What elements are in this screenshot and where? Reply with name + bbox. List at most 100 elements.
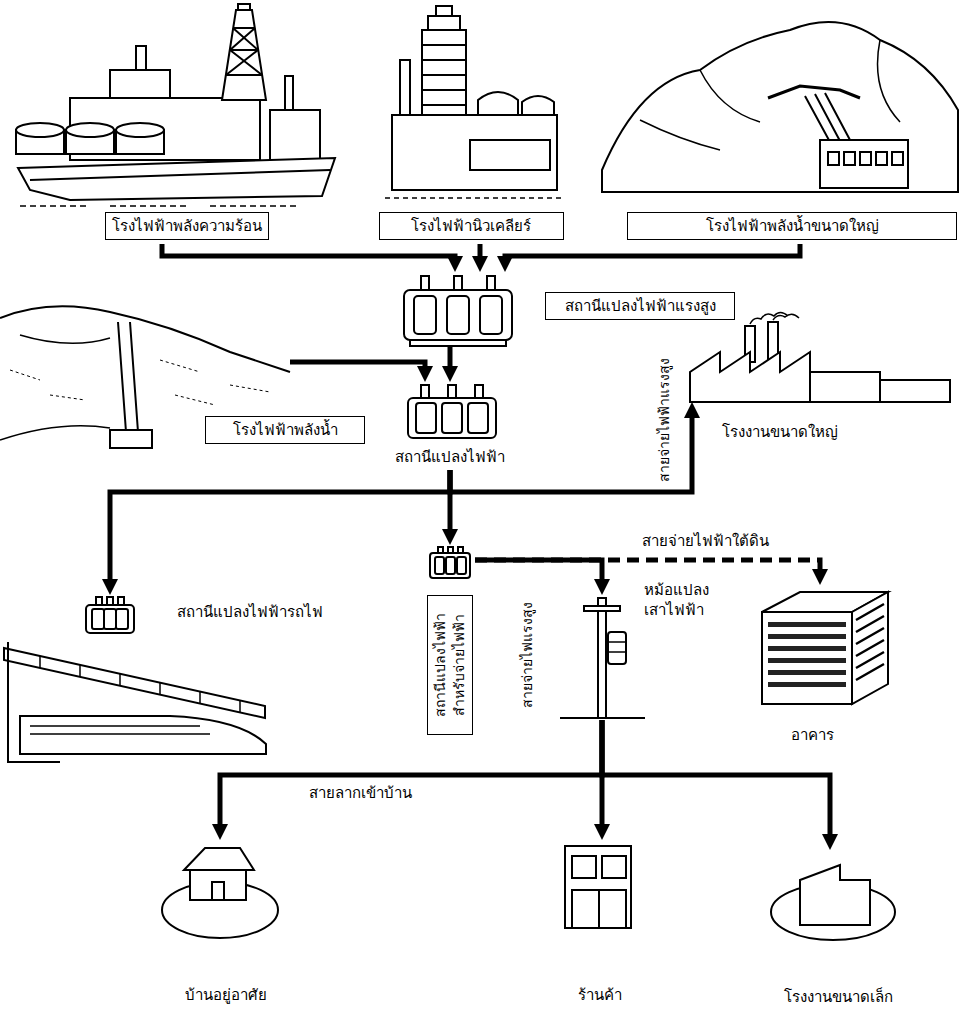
large-hydro-plant-drawing (844, 152, 855, 165)
nuclear-plant-drawing (422, 45, 466, 105)
thermal-plant-drawing (66, 123, 114, 137)
house-drawing (162, 848, 278, 938)
thermal-plant-drawing (110, 70, 170, 98)
power-line (290, 362, 433, 382)
shop-drawing (572, 856, 596, 878)
distribution-transformer-drawing (430, 547, 470, 578)
nuclear-plant-drawing (478, 92, 518, 115)
thermal-plant-drawing (16, 4, 335, 206)
consumer: ร้านค้า (560, 840, 635, 930)
arrow-head (417, 366, 433, 382)
thermal-plant-drawing (16, 123, 64, 137)
railway-drawing (30, 726, 210, 734)
thermal-plant-drawing (116, 123, 164, 137)
power-line-path (290, 362, 425, 368)
arrow-head (812, 569, 828, 585)
substation: สถานีแปลงไฟฟ้า (400, 382, 500, 470)
arrow-head (102, 579, 118, 595)
substation: สถานีแปลงไฟฟ้ารถไฟ (80, 595, 140, 635)
nuclear-plant-drawing (385, 6, 565, 198)
nuclear-plant-drawing (422, 30, 466, 115)
power-line-path (478, 244, 483, 258)
shop-drawing (598, 890, 600, 928)
arrow-head (447, 256, 463, 272)
line-label: สายจ่ายไฟฟ้าใต้ดิน (640, 531, 771, 551)
hv-transformer-drawing (414, 296, 436, 334)
distribution-transformer-drawing (457, 557, 466, 574)
building-drawing (762, 592, 888, 704)
large-hydro-plant-drawing (828, 152, 839, 165)
node-label: สถานีแปลงไฟฟ้า (395, 447, 505, 467)
power-line (162, 244, 463, 272)
utility-pole-drawing (598, 598, 606, 718)
shop-drawing (572, 890, 626, 928)
utility-pole-drawing (608, 642, 626, 652)
boxed-label: โรงไฟฟ้าพลังน้ำ (205, 416, 365, 444)
substation-transformer-drawing (408, 398, 496, 438)
boxed-label: สถานีแปลงไฟฟ้าแรงสูง (545, 292, 735, 320)
large-hydro-plant-drawing (860, 152, 871, 165)
power-line (442, 346, 458, 382)
thermal-plant-drawing (20, 205, 300, 207)
boxed-label: โรงไฟฟ้าพลังน้ำขนาดใหญ่ (627, 212, 957, 240)
small-factory-drawing (771, 865, 895, 940)
line-label: สายจ่ายไฟแรงสูง (518, 600, 537, 710)
arrow-head (594, 579, 610, 595)
large-factory-drawing (880, 380, 950, 402)
utility-pole-drawing (608, 632, 626, 664)
arrow-head (684, 402, 700, 418)
house-drawing (190, 868, 246, 900)
power-line-path (110, 470, 450, 581)
hydro-plant-drawing (10, 360, 270, 405)
utility-pole-drawing (560, 598, 645, 718)
consumer: โรงงานขนาดเล็ก (768, 850, 898, 940)
node-label: อาคาร (791, 725, 834, 745)
large-hydro-plant-drawing (876, 152, 887, 165)
house-drawing (212, 882, 224, 900)
consumer: บ้านอยู่อาศัย (160, 840, 280, 940)
hydro-plant-drawing (20, 335, 110, 343)
large-hydro-plant-drawing (602, 22, 958, 192)
hydro-plant-drawing (110, 430, 152, 448)
power-line (102, 470, 450, 595)
hv-transformer-drawing (447, 296, 469, 334)
thermal-plant-drawing (285, 76, 293, 110)
arrow-head (497, 256, 513, 272)
power-plant: โรงไฟฟ้านิวเคลียร์ (378, 0, 568, 244)
power-line-path (162, 244, 455, 258)
power-line-path (505, 244, 800, 258)
substation: สถานีแปลงไฟฟ้า สำหรับจ่ายไฟฟ้า (425, 545, 475, 740)
large-factory-drawing (690, 313, 950, 403)
building-drawing (768, 622, 846, 627)
railway-drawing (4, 648, 265, 718)
house-drawing (184, 848, 254, 870)
large-hydro-plant-drawing (768, 86, 860, 98)
hv-transformer-drawing (480, 296, 502, 334)
consumer: โรงงานขนาดใหญ่ (680, 340, 955, 402)
building-drawing (762, 612, 852, 704)
building-drawing (768, 646, 846, 651)
large-factory-drawing (690, 352, 810, 402)
node-label: ร้านค้า (578, 985, 622, 1005)
power-plant: โรงไฟฟ้าพลังน้ำ (0, 300, 290, 450)
hv-transformer-drawing (404, 276, 512, 346)
shop-drawing (565, 846, 631, 928)
power-plant: โรงไฟฟ้าพลังน้ำขนาดใหญ่ (600, 0, 960, 244)
thermal-plant-drawing (30, 170, 330, 180)
node-label: หม้อแปลง เสาไฟฟ้า (644, 580, 724, 621)
large-hydro-plant-drawing (602, 22, 958, 192)
thermal-plant-drawing (136, 46, 146, 70)
substation-transformer-drawing (408, 385, 496, 438)
boxed-label: โรงไฟฟ้านิวเคลียร์ (379, 212, 564, 240)
hv-transformer-drawing (404, 290, 512, 340)
power-line (442, 470, 458, 545)
small-factory-drawing (800, 865, 870, 925)
distribution-transformer-drawing (430, 553, 470, 578)
nuclear-plant-drawing (436, 6, 452, 16)
arrow-head (442, 366, 458, 382)
shop-drawing (565, 846, 631, 928)
hydro-plant-drawing (0, 426, 110, 440)
node-label: โรงงานขนาดใหญ่ (722, 422, 838, 442)
